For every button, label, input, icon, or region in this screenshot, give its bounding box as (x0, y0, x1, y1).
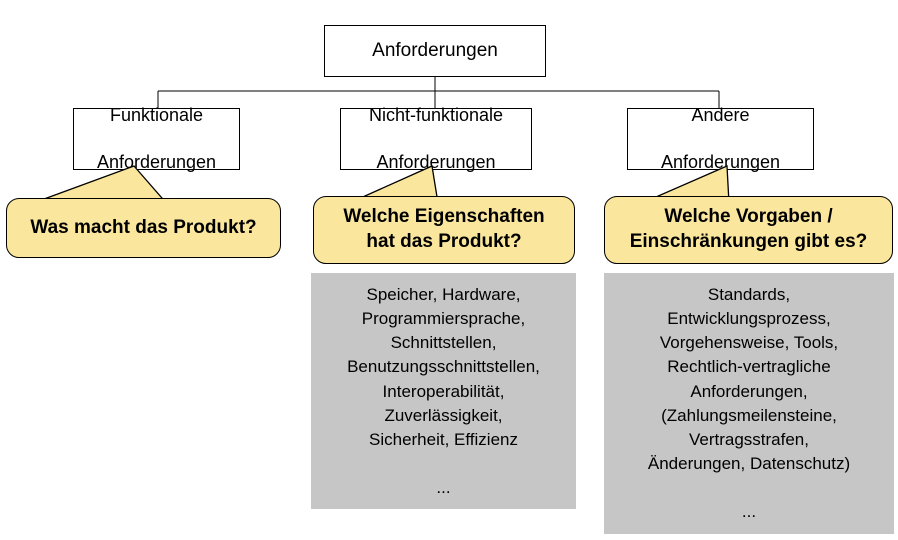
details-panel-andere: Standards, Entwicklungsprozess, Vorgehen… (604, 273, 894, 534)
callout-nicht-funktionale-text: Welche Eigenschaften hat das Produkt? (343, 206, 545, 252)
callout-nicht-funktionale: Welche Eigenschaften hat das Produkt? (313, 196, 575, 264)
node-funktionale-anforderungen-label: Funktionale Anforderungen (96, 105, 217, 172)
callout-funktionale: Was macht das Produkt? (6, 198, 281, 258)
callout-andere-text: Welche Vorgaben / Einschränkungen gibt e… (629, 206, 868, 252)
node-nicht-funktionale-anforderungen: Nicht-funktionale Anforderungen (340, 105, 532, 172)
node-funktionale-anforderungen: Funktionale Anforderungen (73, 105, 240, 172)
node-anforderungen: Anforderungen (324, 25, 546, 77)
node-andere-anforderungen-label: Andere Anforderungen (660, 105, 781, 172)
details-panel-nicht-funktionale: Speicher, Hardware, Programmiersprache, … (311, 273, 576, 509)
callout-andere: Welche Vorgaben / Einschränkungen gibt e… (604, 196, 893, 264)
node-nicht-funktionale-anforderungen-label: Nicht-funktionale Anforderungen (368, 105, 504, 172)
details-panel-nicht-funktionale-text: Speicher, Hardware, Programmiersprache, … (347, 285, 540, 497)
node-anforderungen-label: Anforderungen (372, 39, 498, 61)
callout-funktionale-text: Was macht das Produkt? (30, 216, 257, 238)
details-panel-andere-text: Standards, Entwicklungsprozess, Vorgehen… (647, 285, 851, 522)
